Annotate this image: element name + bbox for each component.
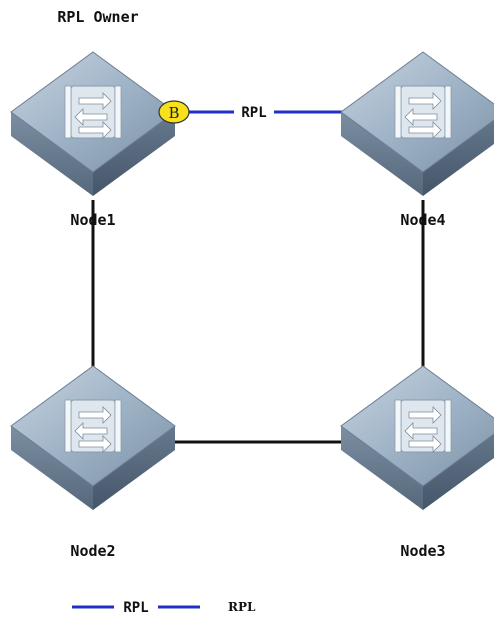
rpl-link-label: RPL [241,105,266,121]
switch-node4-icon[interactable] [340,51,494,197]
node4-label: Node4 [400,211,445,229]
switch-node3-icon[interactable] [340,365,494,511]
node2-label: Node2 [70,542,115,560]
switch-node1-icon[interactable] [10,51,176,197]
blocked-port-label: B [168,104,179,122]
blocked-port-marker: B [158,100,190,124]
switch-node2-icon[interactable] [10,365,176,511]
legend-description: RPL [228,600,256,614]
node1-label: Node1 [70,211,115,229]
legend: RPL RPL [72,600,256,616]
legend-line-label: RPL [123,600,148,616]
rpl-owner-label: RPL Owner [57,8,138,26]
node3-label: Node3 [400,542,445,560]
